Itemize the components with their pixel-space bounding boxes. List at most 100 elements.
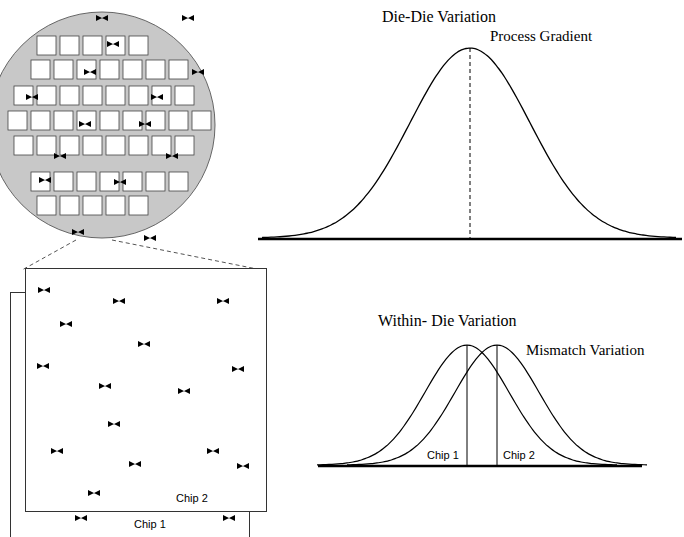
zoom-line — [112, 240, 262, 270]
defect-mark — [237, 463, 249, 469]
defect-mark — [217, 298, 229, 304]
defect-mark — [96, 15, 108, 21]
die — [129, 86, 148, 105]
die — [129, 136, 148, 155]
die — [31, 60, 50, 79]
bell-curve — [262, 48, 676, 237]
defect-mark — [192, 69, 204, 75]
die — [169, 60, 188, 79]
defect-mark — [139, 121, 151, 127]
die — [14, 86, 33, 105]
defect-mark — [38, 287, 50, 293]
chip-label: Chip 2 — [176, 492, 208, 504]
die — [31, 172, 50, 191]
defect-mark — [37, 363, 49, 369]
die — [54, 172, 73, 191]
axis — [318, 465, 642, 468]
defect-mark — [99, 383, 111, 389]
defect-mark — [114, 179, 126, 185]
chip-label: Chip 1 — [134, 518, 166, 530]
defect-mark — [129, 461, 141, 467]
die — [146, 111, 165, 130]
die — [123, 111, 142, 130]
die — [175, 86, 194, 105]
chip-box: Chip 2 — [25, 268, 267, 512]
die — [77, 60, 96, 79]
die — [169, 172, 188, 191]
defect-mark — [54, 153, 66, 159]
die — [37, 36, 56, 55]
defect-mark — [84, 69, 96, 75]
chart-title: Die-Die Variation — [382, 8, 496, 26]
die — [100, 60, 119, 79]
die — [54, 111, 73, 130]
axis — [258, 238, 682, 241]
defect-mark — [39, 177, 51, 183]
defect-mark — [223, 515, 235, 521]
die — [152, 136, 171, 155]
die — [37, 196, 56, 215]
defect-mark — [51, 448, 63, 454]
defect-mark — [138, 341, 150, 347]
die — [60, 36, 79, 55]
curve-label: Chip 1 — [427, 449, 459, 461]
defect-mark — [151, 94, 163, 100]
die — [123, 60, 142, 79]
wafer — [0, 12, 215, 238]
defect-mark — [72, 229, 84, 235]
die — [83, 196, 102, 215]
die — [83, 36, 102, 55]
die — [31, 111, 50, 130]
mean-line — [497, 345, 498, 465]
die — [100, 111, 119, 130]
curve-label: Chip 2 — [503, 449, 535, 461]
die-grid — [8, 36, 211, 215]
die — [60, 86, 79, 105]
die — [83, 86, 102, 105]
defect-mark — [75, 515, 87, 521]
die — [60, 196, 79, 215]
defect-mark — [107, 41, 119, 47]
die — [77, 172, 96, 191]
die — [146, 60, 165, 79]
die — [146, 172, 165, 191]
bell-curve — [317, 345, 617, 465]
die — [152, 86, 171, 105]
die — [169, 111, 188, 130]
curve-label: Mismatch Variation — [526, 342, 644, 359]
die — [83, 136, 102, 155]
die — [14, 136, 33, 155]
die — [54, 60, 73, 79]
die — [192, 111, 211, 130]
bell-curve — [347, 345, 647, 465]
defect-marks — [26, 269, 268, 513]
mean-line — [467, 345, 468, 465]
die — [37, 136, 56, 155]
curve-label: Process Gradient — [490, 28, 592, 45]
zoom-line — [22, 240, 76, 270]
defect-mark — [178, 388, 190, 394]
chart-title: Within- Die Variation — [378, 312, 517, 330]
die — [175, 136, 194, 155]
defect-mark — [26, 94, 38, 100]
defect-mark — [79, 121, 91, 127]
die — [129, 36, 148, 55]
die — [60, 136, 79, 155]
defect-mark — [144, 235, 156, 241]
defect-mark — [232, 366, 244, 372]
die — [8, 111, 27, 130]
defect-mark — [166, 153, 178, 159]
die — [106, 86, 125, 105]
die — [106, 196, 125, 215]
die — [129, 196, 148, 215]
defect-mark — [88, 490, 100, 496]
defect-marks — [26, 15, 204, 241]
die — [77, 111, 96, 130]
defect-mark — [60, 321, 72, 327]
die — [106, 36, 125, 55]
mean-line — [470, 48, 471, 238]
defect-mark — [182, 15, 194, 21]
defect-mark — [113, 298, 125, 304]
die — [37, 86, 56, 105]
defect-mark — [108, 421, 120, 427]
